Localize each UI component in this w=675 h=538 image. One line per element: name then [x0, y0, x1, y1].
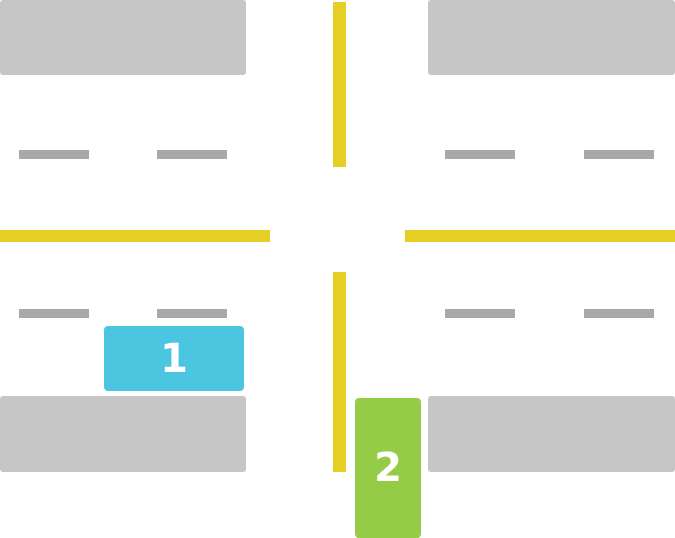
lane-dash-upper-right-2 — [584, 150, 654, 159]
lane-dash-lower-right-2 — [584, 309, 654, 318]
center-line-horizontal-right — [405, 230, 675, 242]
lane-dash-upper-left-1 — [19, 150, 89, 159]
lane-dash-lower-left-1 — [19, 309, 89, 318]
lane-dash-upper-left-2 — [157, 150, 227, 159]
center-line-horizontal-left — [0, 230, 270, 242]
center-line-vertical-top — [333, 2, 346, 167]
car-2: 2 — [355, 398, 421, 538]
car-1-label: 1 — [160, 335, 188, 382]
block-top-left — [0, 0, 246, 75]
block-bottom-right — [428, 396, 675, 472]
car-2-label: 2 — [374, 445, 402, 491]
block-bottom-left — [0, 396, 246, 472]
car-1: 1 — [104, 326, 244, 391]
lane-dash-lower-left-2 — [157, 309, 227, 318]
block-top-right — [428, 0, 675, 75]
center-line-vertical-bottom — [333, 272, 346, 472]
lane-dash-upper-right-1 — [445, 150, 515, 159]
lane-dash-lower-right-1 — [445, 309, 515, 318]
